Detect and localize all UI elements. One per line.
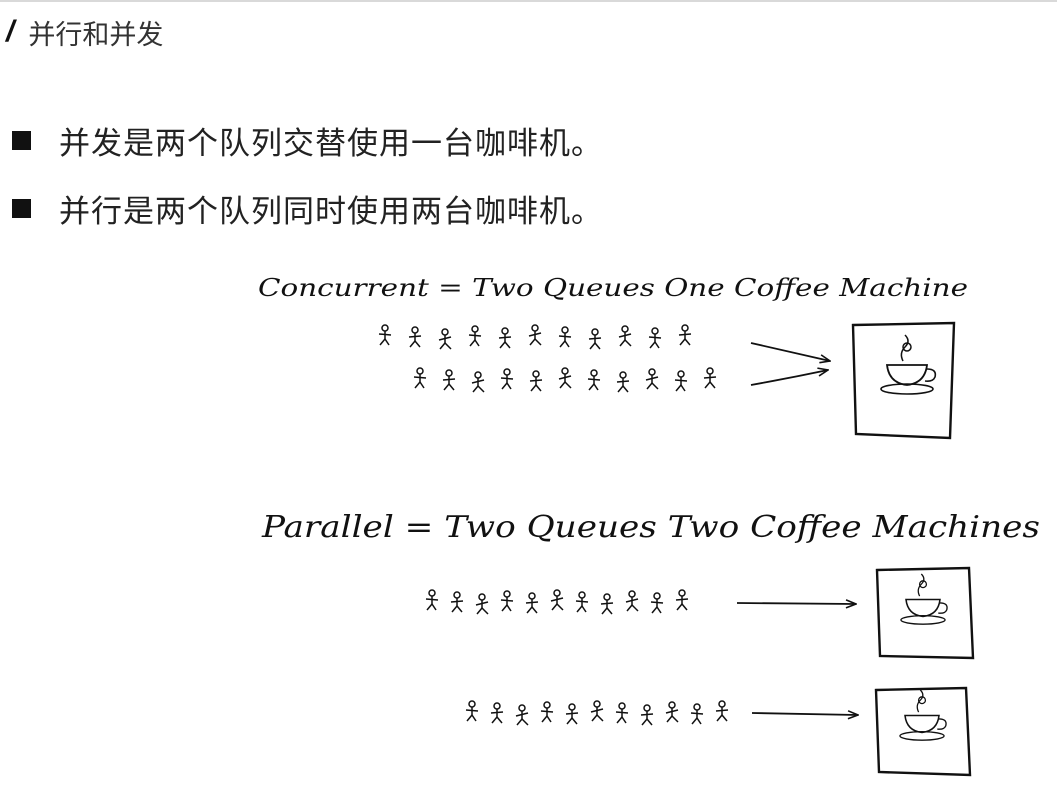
- stick-figure-icon: [600, 593, 614, 615]
- parallel-caption: Parallel = Two Queues Two Coffee Machine…: [261, 510, 1040, 545]
- concurrent-caption: Concurrent = Two Queues One Coffee Machi…: [258, 274, 968, 302]
- stick-figure-icon: [587, 369, 601, 391]
- top-divider: [0, 0, 1057, 2]
- stick-figure-icon: [425, 589, 439, 611]
- stick-figure-icon: [442, 369, 456, 391]
- stick-figure-icon: [675, 589, 689, 611]
- stick-figure-icon: [540, 701, 554, 723]
- coffee-cup-icon: [899, 689, 947, 741]
- stick-figure-icon: [498, 327, 512, 349]
- stick-figure-icon: [690, 703, 704, 725]
- stick-figure-icon: [640, 704, 654, 726]
- bullet-concurrent: 并发是两个队列交替使用一台咖啡机。: [12, 114, 603, 166]
- stick-figure-icon: [378, 324, 392, 346]
- stick-figure-icon: [528, 324, 542, 346]
- stick-figure-icon: [678, 324, 692, 346]
- square-bullet-icon: [12, 130, 31, 150]
- stick-figure-icon: [648, 327, 662, 349]
- bullet-text: 并行是两个队列同时使用两台咖啡机。: [59, 193, 603, 230]
- stick-figure-icon: [475, 593, 489, 615]
- stick-figure-icon: [450, 591, 464, 613]
- stick-figure-icon: [703, 367, 717, 389]
- queue-concurrent-2: [413, 367, 717, 393]
- coffee-machine-parallel-1: [875, 566, 975, 660]
- bullet-text: 并发是两个队列交替使用一台咖啡机。: [59, 125, 603, 162]
- stick-figure-icon: [413, 367, 427, 389]
- stick-figure-icon: [408, 326, 422, 348]
- stick-figure-icon: [438, 328, 452, 350]
- stick-figure-icon: [650, 592, 664, 614]
- arrow-icon: [736, 603, 856, 604]
- stick-figure-icon: [471, 371, 485, 393]
- queue-parallel-2: [465, 700, 729, 726]
- stick-figure-icon: [575, 591, 589, 613]
- stick-figure-icon: [465, 700, 479, 722]
- stick-figure-icon: [615, 702, 629, 724]
- queue-parallel-1: [425, 589, 689, 615]
- stick-figure-icon: [500, 368, 514, 390]
- coffee-machine-concurrent: [851, 321, 956, 440]
- stick-figure-icon: [645, 368, 659, 390]
- coffee-machine-parallel-2: [874, 686, 972, 777]
- bullet-parallel: 并行是两个队列同时使用两台咖啡机。: [12, 182, 603, 234]
- stick-figure-icon: [500, 590, 514, 612]
- slide-header: / 并行和并发: [6, 10, 163, 54]
- stick-figure-icon: [590, 700, 604, 722]
- bullet-list: 并发是两个队列交替使用一台咖啡机。 并行是两个队列同时使用两台咖啡机。: [12, 114, 603, 250]
- stick-figure-icon: [558, 367, 572, 389]
- stick-figure-icon: [625, 590, 639, 612]
- square-bullet-icon: [12, 198, 31, 218]
- slide-title: 并行和并发: [28, 19, 164, 51]
- coffee-cup-icon: [900, 573, 948, 625]
- stick-figure-icon: [565, 703, 579, 725]
- stick-figure-icon: [674, 370, 688, 392]
- stick-figure-icon: [525, 592, 539, 614]
- stick-figure-icon: [715, 700, 729, 722]
- stick-figure-icon: [490, 702, 504, 724]
- stick-figure-icon: [616, 371, 630, 393]
- stick-figure-icon: [618, 325, 632, 347]
- stick-figure-icon: [665, 701, 679, 723]
- arrow-icon: [750, 370, 828, 386]
- coffee-cup-icon: [880, 334, 937, 395]
- arrow-icon: [750, 342, 830, 361]
- stick-figure-icon: [529, 370, 543, 392]
- arrow-icon: [751, 713, 858, 715]
- stick-figure-icon: [558, 326, 572, 348]
- stick-figure-icon: [515, 704, 529, 726]
- slash-mark: /: [6, 15, 15, 48]
- queue-concurrent-1: [378, 324, 692, 350]
- stick-figure-icon: [550, 589, 564, 611]
- stick-figure-icon: [468, 325, 482, 347]
- stick-figure-icon: [588, 328, 602, 350]
